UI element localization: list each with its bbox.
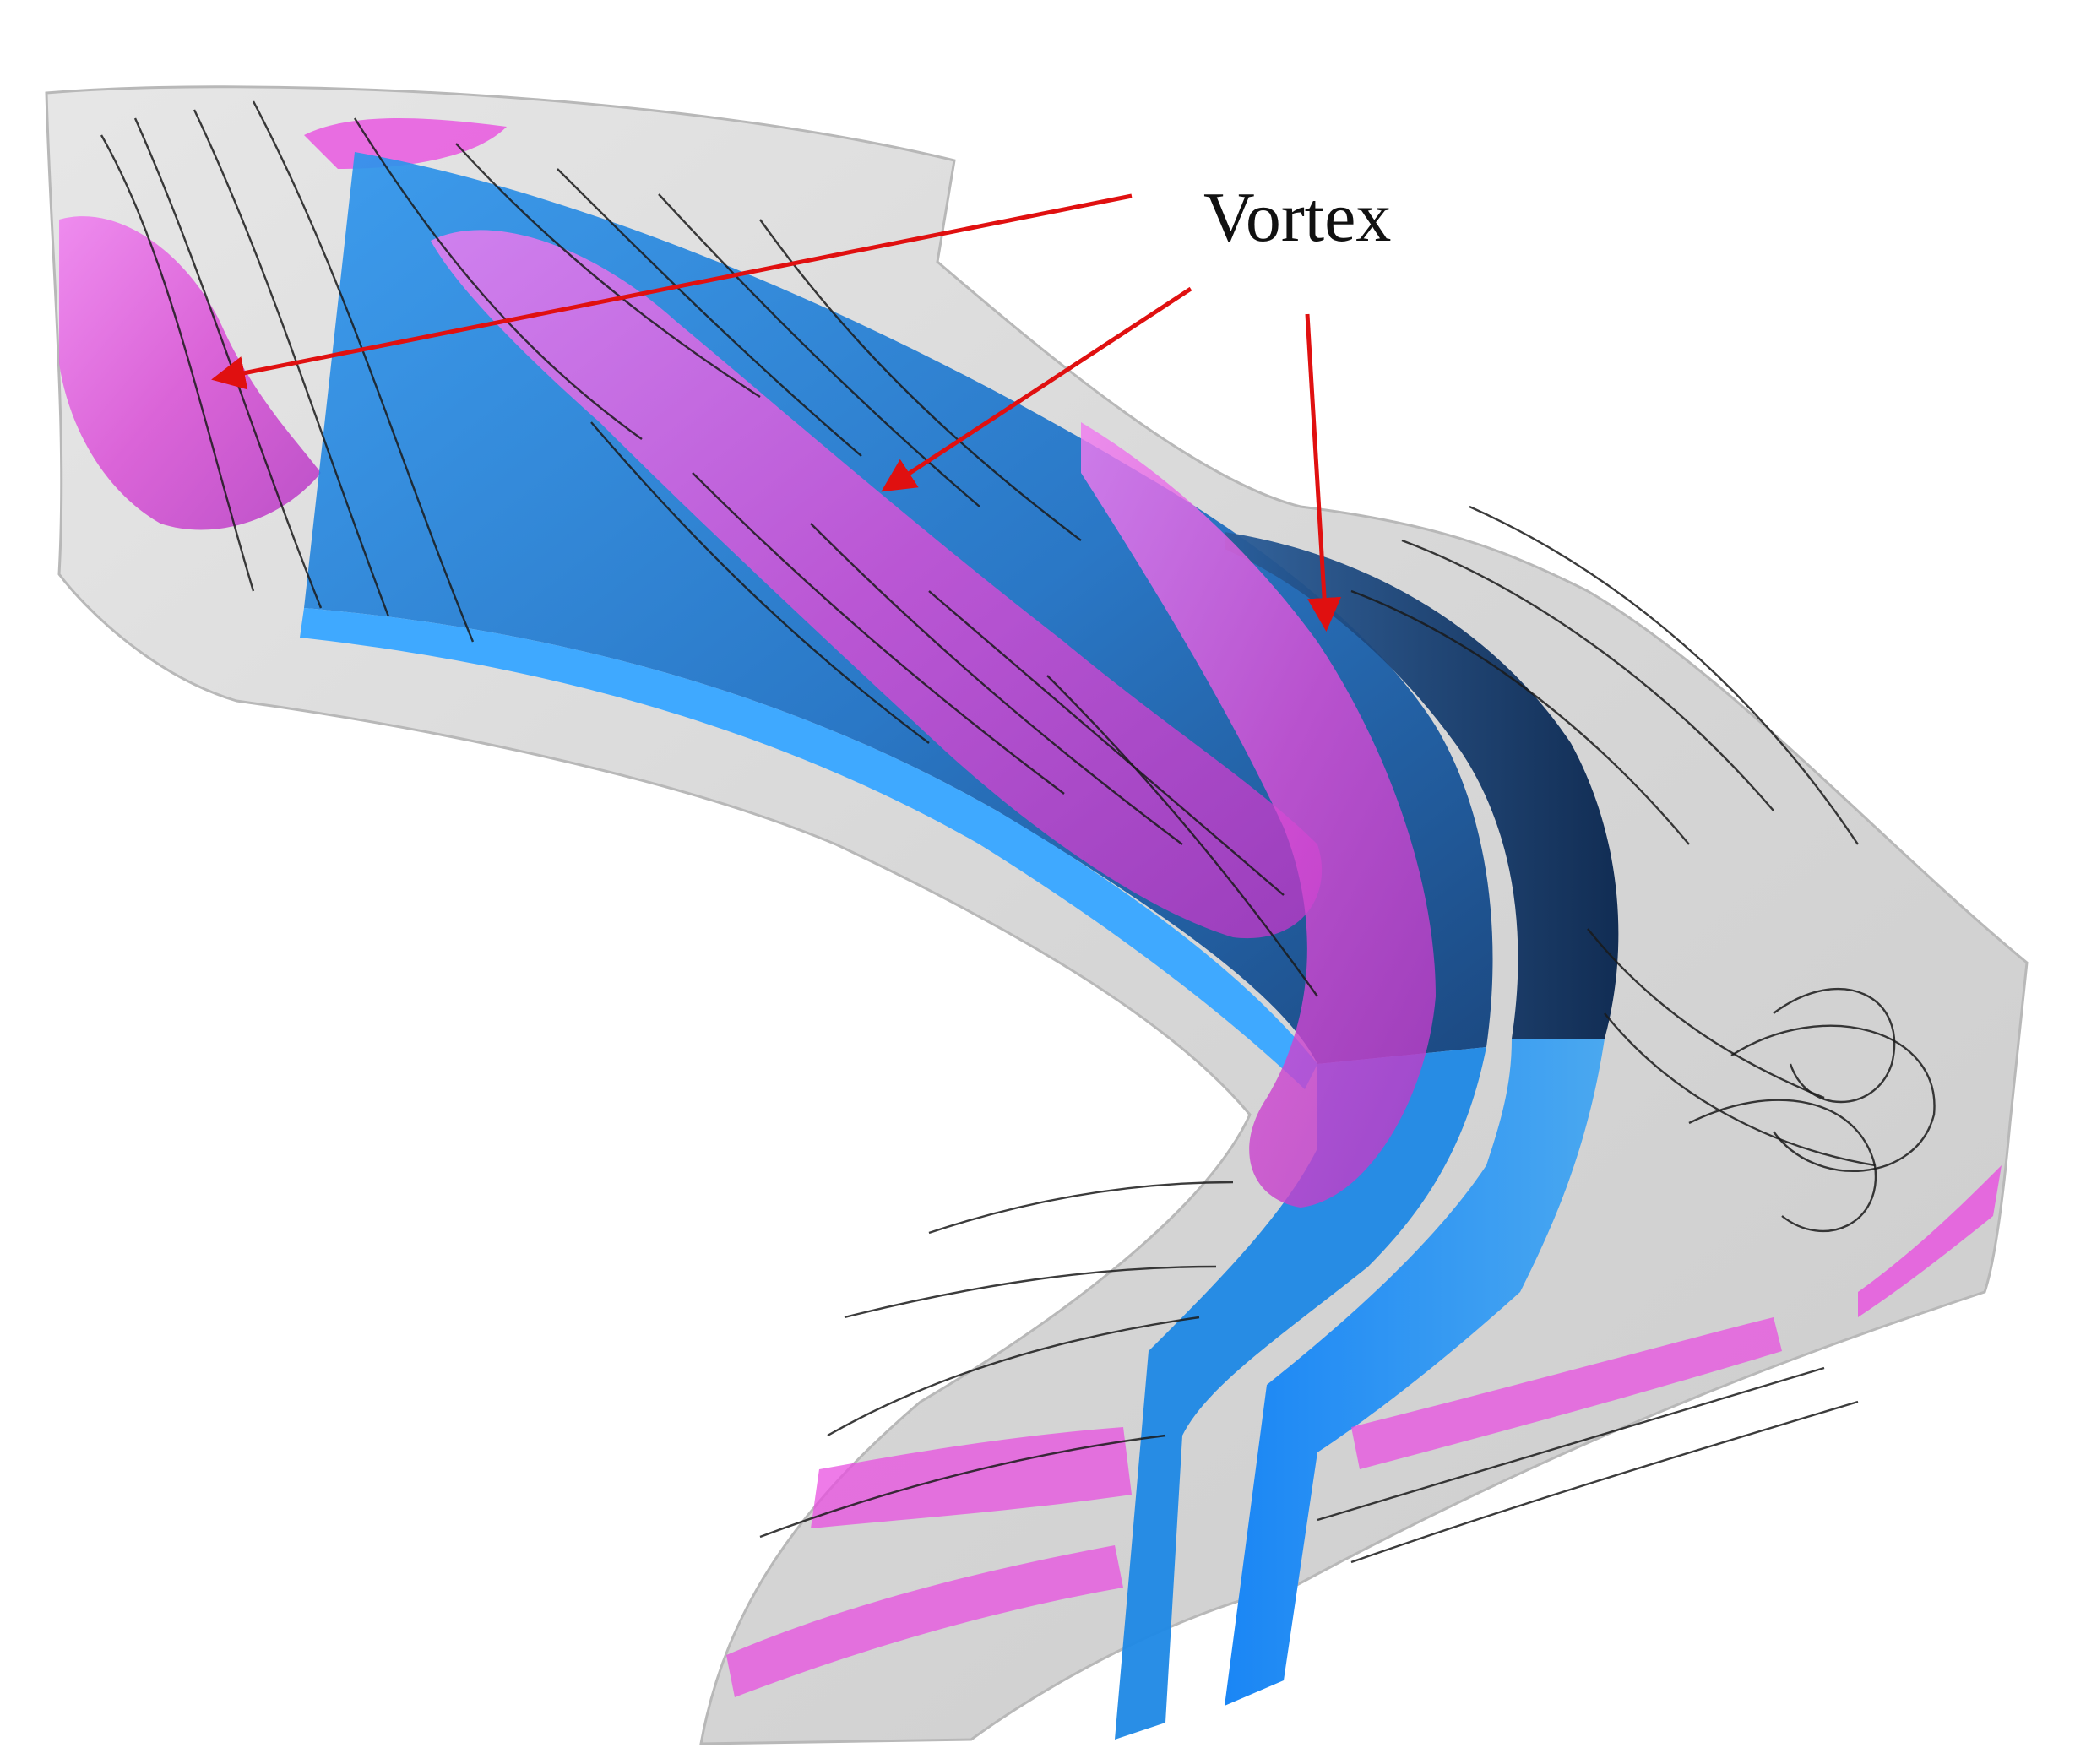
arrow-left: [211, 193, 1133, 390]
streamlines: [100, 100, 1936, 1564]
vortex-right: [1081, 422, 1436, 1208]
vortex-annotation: Vortex: [211, 178, 1391, 632]
vortex-lower-bands: [726, 1165, 2002, 1697]
blade-dark-sweep: [1225, 532, 1619, 1039]
blade-secondary: [1115, 1039, 1605, 1740]
arrow-center: [881, 286, 1192, 492]
vortex-central: [431, 230, 1323, 939]
arrow-right: [1305, 313, 1342, 632]
vortex-label: Vortex: [1203, 178, 1391, 257]
